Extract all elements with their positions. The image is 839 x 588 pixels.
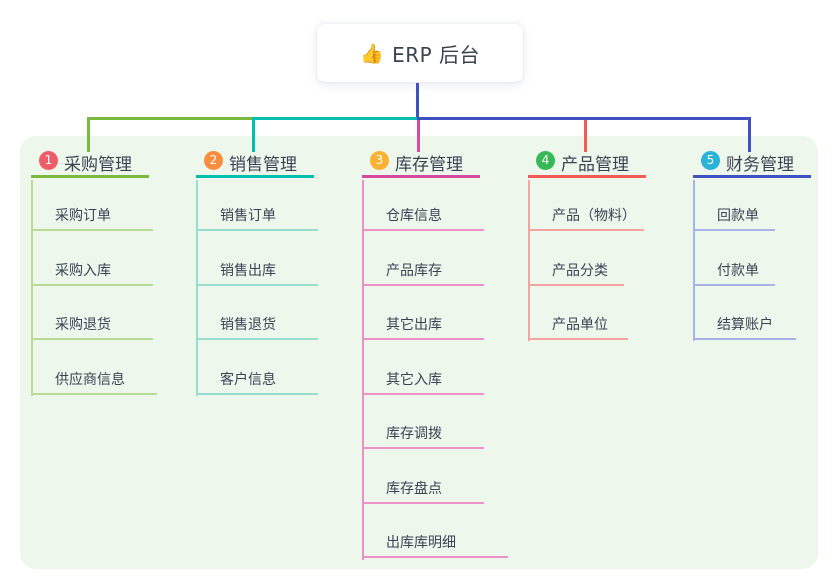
mindmap-node[interactable]: 回款单 — [693, 205, 775, 231]
mindmap-node[interactable]: 其它入库 — [362, 369, 484, 395]
root-node-label: ERP 后台 — [392, 42, 481, 67]
badge-2: 2 — [204, 151, 223, 170]
branch-trunk-line — [362, 180, 364, 560]
badge-1: 1 — [39, 151, 58, 170]
branch-underline — [31, 175, 149, 178]
connector-bus-green — [87, 117, 254, 120]
root-node-erp[interactable]: 👍 ERP 后台 — [317, 24, 523, 82]
connector-drop-finance — [748, 120, 751, 152]
branch-label: 库存管理 — [395, 155, 463, 175]
mindmap-node[interactable]: 产品单位 — [528, 314, 628, 340]
mindmap-node[interactable]: 其它出库 — [362, 314, 484, 340]
badge-3: 3 — [370, 151, 389, 170]
connector-drop-purchase — [87, 117, 90, 152]
badge-5: 5 — [701, 151, 720, 170]
connector-drop-inventory — [417, 120, 420, 152]
branch-underline — [196, 175, 314, 178]
branch-label: 销售管理 — [229, 155, 297, 175]
badge-4: 4 — [536, 151, 555, 170]
branch-trunk-line — [528, 180, 530, 341]
mindmap-node[interactable]: 库存调拨 — [362, 423, 484, 449]
mindmap-node[interactable]: 销售订单 — [196, 205, 318, 231]
branch-underline — [528, 175, 646, 178]
connector-bus-teal — [253, 117, 419, 120]
thumbs-up-icon: 👍 — [359, 42, 385, 65]
mindmap-node[interactable]: 产品库存 — [362, 260, 484, 286]
connector-root-vertical — [416, 83, 419, 120]
mindmap-node[interactable]: 出库库明细 — [362, 532, 508, 558]
mindmap-background-panel — [20, 136, 818, 569]
mindmap-node[interactable]: 客户信息 — [196, 369, 318, 395]
branch-trunk-line — [196, 180, 198, 396]
branch-label: 财务管理 — [726, 155, 794, 175]
mindmap-node[interactable]: 库存盘点 — [362, 478, 484, 504]
mindmap-node[interactable]: 销售退货 — [196, 314, 318, 340]
mindmap-node[interactable]: 采购入库 — [31, 260, 153, 286]
mindmap-node[interactable]: 产品（物料） — [528, 205, 644, 231]
mindmap-node[interactable]: 采购退货 — [31, 314, 153, 340]
branch-label: 产品管理 — [561, 155, 629, 175]
branch-underline — [362, 175, 480, 178]
branch-underline — [693, 175, 811, 178]
connector-drop-product — [584, 120, 587, 152]
branch-trunk-line — [693, 180, 695, 341]
mindmap-node[interactable]: 付款单 — [693, 260, 775, 286]
mindmap-node[interactable]: 产品分类 — [528, 260, 624, 286]
mindmap-node[interactable]: 采购订单 — [31, 205, 153, 231]
branch-trunk-line — [31, 180, 33, 396]
mindmap-node[interactable]: 结算账户 — [693, 314, 796, 340]
mindmap-node[interactable]: 仓库信息 — [362, 205, 484, 231]
mindmap-node[interactable]: 销售出库 — [196, 260, 318, 286]
mindmap-node[interactable]: 供应商信息 — [31, 369, 157, 395]
connector-drop-sales — [252, 117, 255, 152]
branch-label: 采购管理 — [64, 155, 132, 175]
connector-bus-blue — [417, 117, 751, 120]
